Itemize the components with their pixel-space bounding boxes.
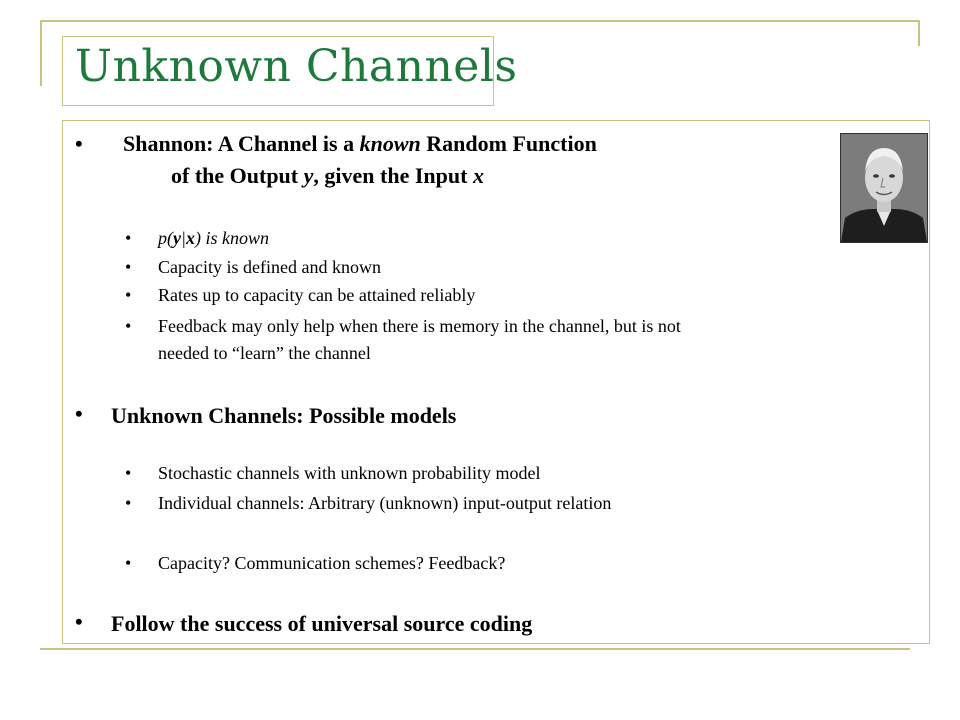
- unknown-item-individual: Individual channels: Arbitrary (unknown)…: [158, 493, 612, 513]
- bullet-capacity-questions: •: [125, 553, 132, 573]
- bullet-feedback: •: [125, 316, 132, 336]
- top-rule: [40, 20, 920, 22]
- portrait-photo: [840, 133, 928, 243]
- shannon-line-2-b: , given the Input: [313, 163, 473, 188]
- shannon-line-2: of the Output y, given the Input x: [171, 163, 484, 189]
- pyx-b: ) is known: [194, 228, 269, 248]
- bullet-unknown: •: [75, 401, 83, 426]
- unknown-item-stochastic: Stochastic channels with unknown probabi…: [158, 463, 541, 483]
- sub-item-feedback-line-2: needed to “learn” the channel: [158, 343, 371, 363]
- shannon-y: y: [303, 163, 314, 188]
- pyx-bar: |: [181, 228, 186, 248]
- shannon-line-1-a: Shannon: A Channel is a: [123, 131, 360, 156]
- bullet-pyx: •: [125, 228, 132, 248]
- unknown-item-capacity-questions: Capacity? Communication schemes? Feedbac…: [158, 553, 506, 573]
- unknown-heading: Unknown Channels: Possible models: [111, 403, 457, 428]
- sub-item-rates: Rates up to capacity can be attained rel…: [158, 285, 476, 305]
- pyx-x: x: [185, 228, 195, 248]
- shannon-known: known: [359, 131, 421, 156]
- shannon-line-1-b: Random Function: [420, 131, 597, 156]
- bullet-shannon: •: [75, 131, 83, 156]
- shannon-line-2-a: of the Output: [171, 163, 304, 188]
- bottom-rule: [40, 648, 910, 650]
- content-box: • Shannon: A Channel is a known Random F…: [62, 120, 930, 644]
- bullet-individual: •: [125, 493, 132, 513]
- portrait-image: [841, 134, 927, 242]
- pyx-a: p(: [158, 228, 173, 248]
- sub-item-feedback-line-1: Feedback may only help when there is mem…: [158, 316, 681, 336]
- pyx-y: y: [173, 228, 181, 248]
- bullet-stochastic: •: [125, 463, 132, 483]
- title-box: Unknown Channels: [62, 36, 517, 106]
- right-rule: [918, 20, 920, 46]
- bullet-rates: •: [125, 285, 132, 305]
- sub-item-capacity: Capacity is defined and known: [158, 257, 381, 277]
- slide-title: Unknown Channels: [75, 41, 518, 92]
- follow-line: Follow the success of universal source c…: [111, 611, 533, 636]
- bullet-capacity: •: [125, 257, 132, 277]
- shannon-x: x: [472, 163, 484, 188]
- shannon-line-1: Shannon: A Channel is a known Random Fun…: [123, 131, 597, 157]
- left-rule: [40, 20, 42, 86]
- bullet-follow: •: [75, 609, 83, 634]
- sub-item-pyx: p(y|x) is known: [158, 228, 269, 249]
